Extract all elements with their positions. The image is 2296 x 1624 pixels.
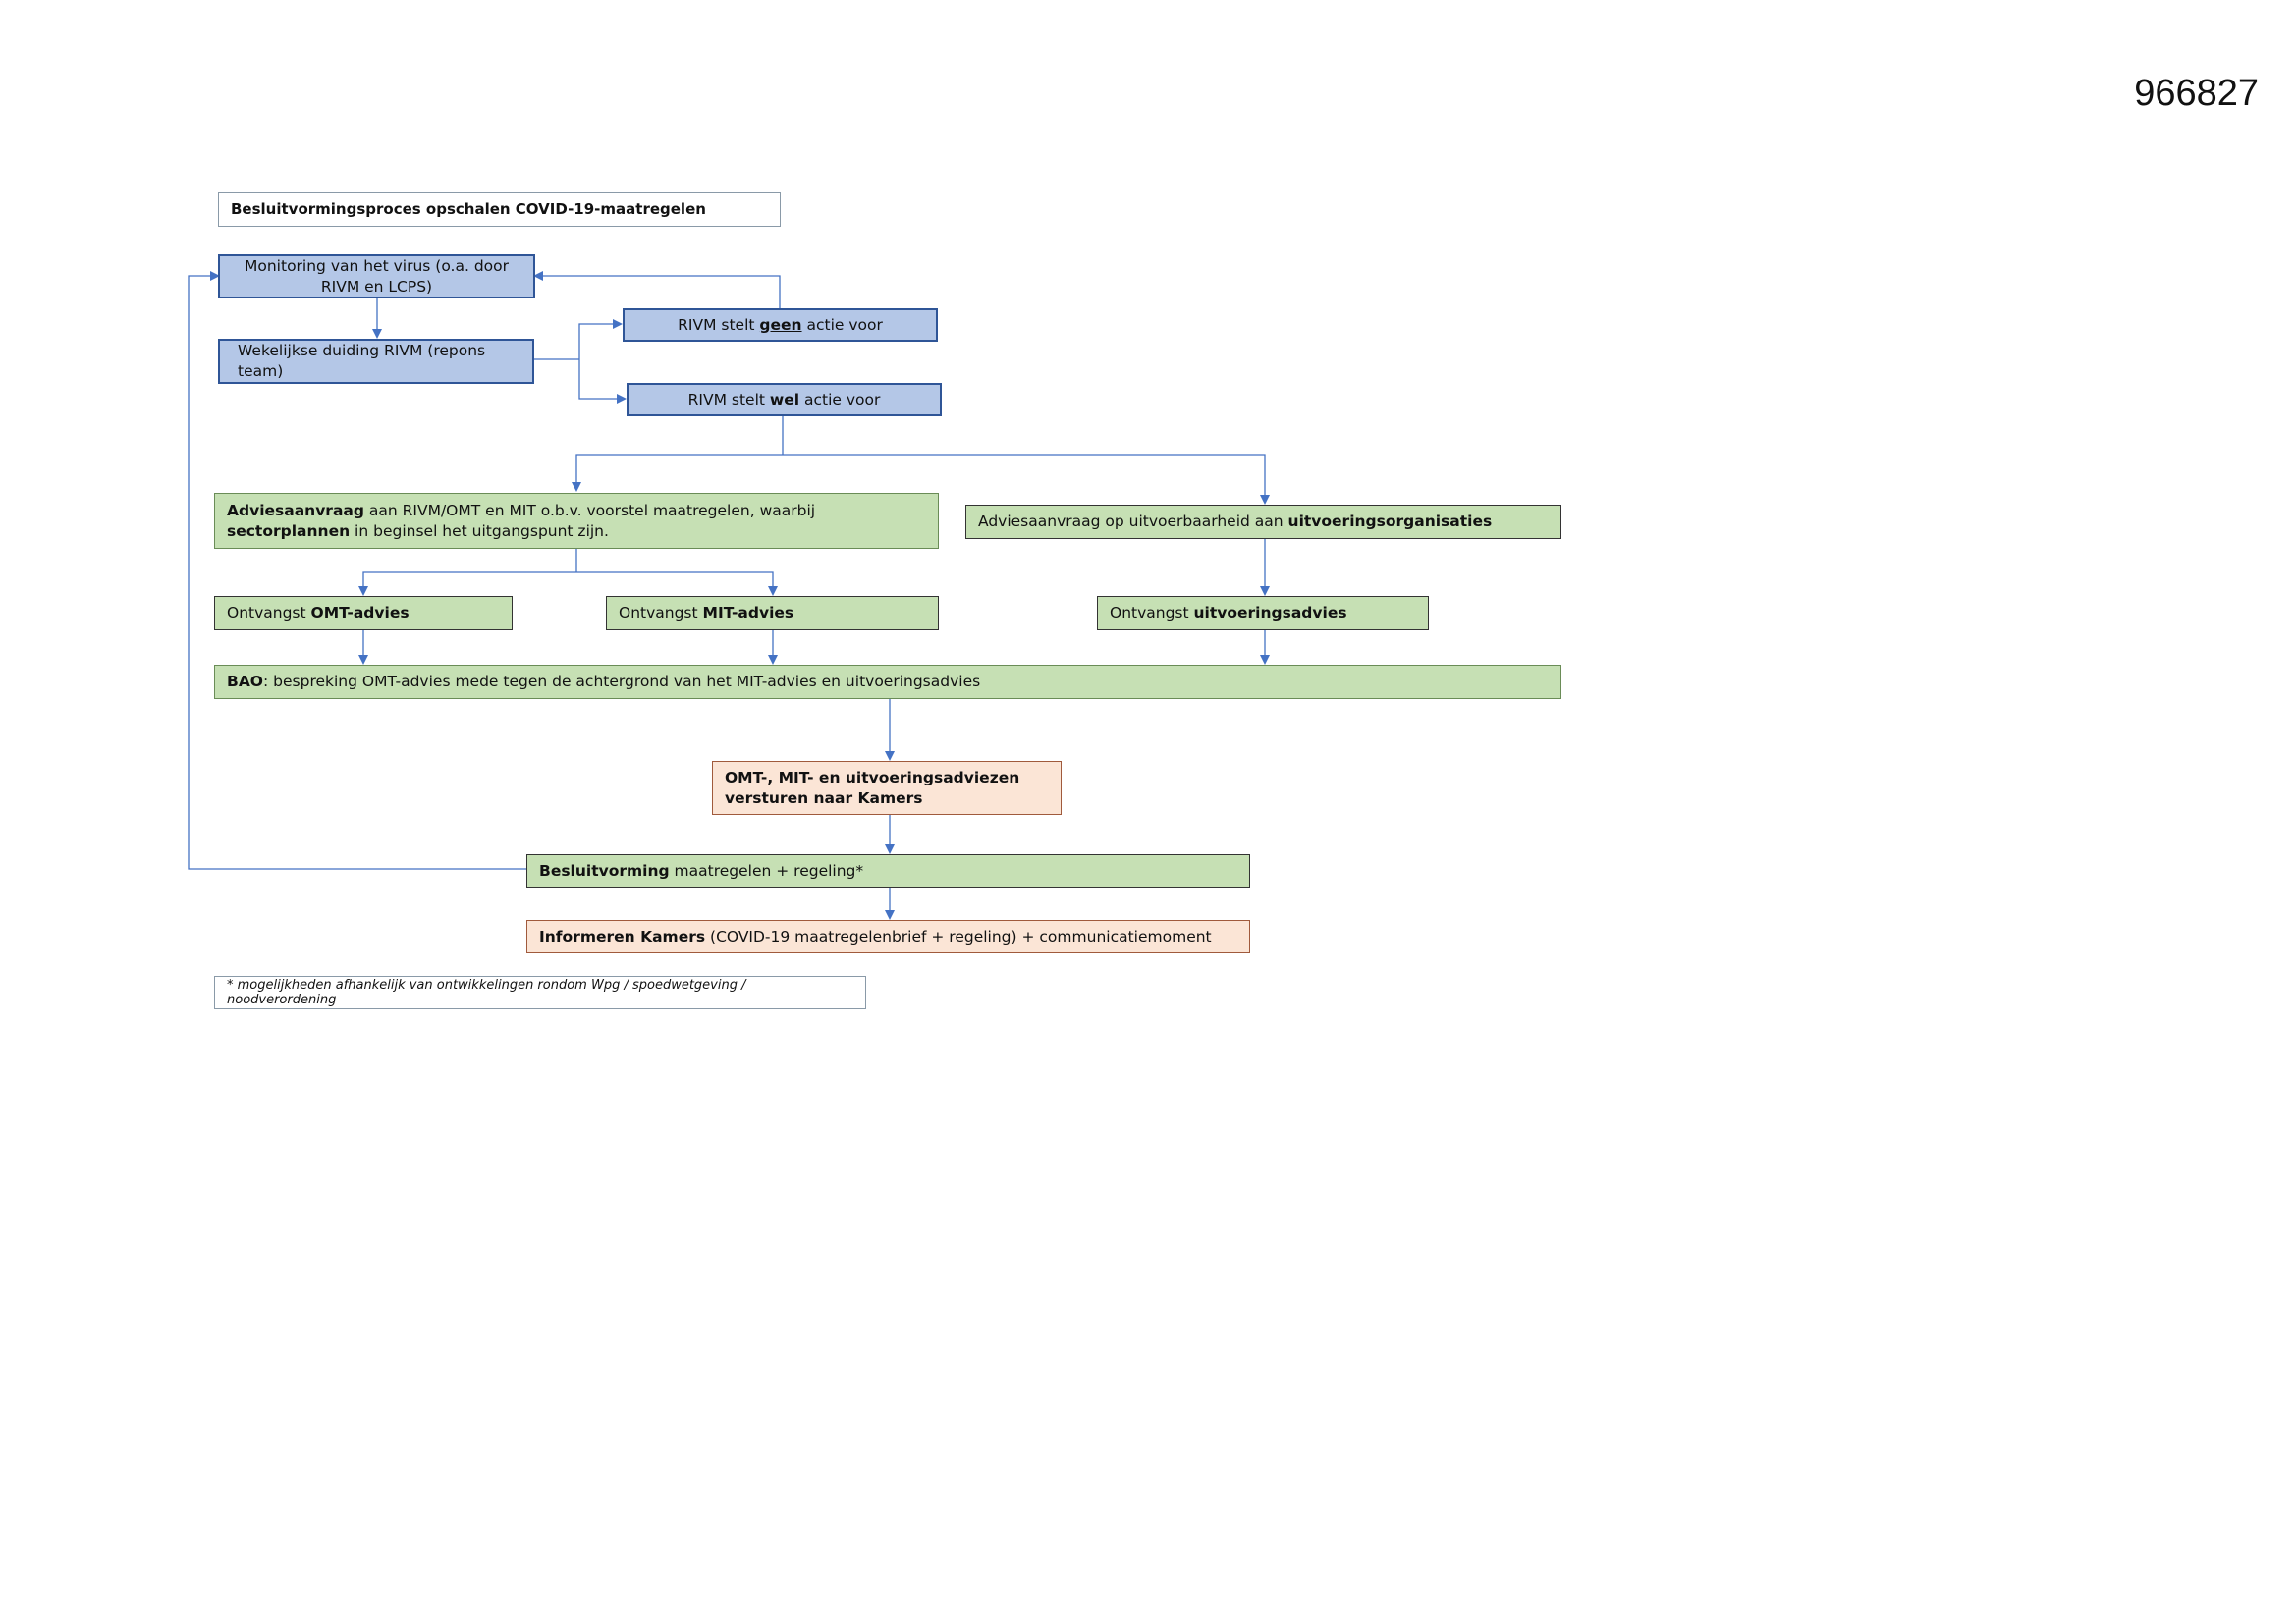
connector-to-wel	[578, 359, 627, 404]
node-adviesaanvraag-rivm-mit: Adviesaanvraag aan RIVM/OMT en MIT o.b.v…	[214, 493, 939, 549]
connector-to-mit	[576, 571, 778, 596]
node-ontvangst-omt: Ontvangst OMT-advies	[214, 596, 513, 630]
node-adviesaanvraag-uitvoering: Adviesaanvraag op uitvoerbaarheid aan ui…	[965, 505, 1561, 539]
node-ontvangst-mit: Ontvangst MIT-advies	[606, 596, 939, 630]
node-ontvangst-uitvoering: Ontvangst uitvoeringsadvies	[1097, 596, 1429, 630]
diagram-title: Besluitvormingsproces opschalen COVID-19…	[218, 192, 781, 227]
node-besluitvorming: Besluitvorming maatregelen + regeling*	[526, 854, 1250, 888]
node-adviezen-versturen: OMT-, MIT- en uitvoeringsadviezen verstu…	[712, 761, 1062, 815]
node-wekelijkse-duiding: Wekelijkse duiding RIVM (repons team)	[218, 339, 534, 384]
node-bao: BAO: bespreking OMT-advies mede tegen de…	[214, 665, 1561, 699]
connector-geen-loop	[533, 271, 781, 308]
document-number: 966827	[2134, 73, 2259, 114]
footnote: * mogelijkheden afhankelijk van ontwikke…	[214, 976, 866, 1009]
connector-besluit-loop	[188, 271, 527, 870]
connector-to-advies-right	[783, 454, 1270, 505]
node-rivm-geen-actie: RIVM stelt geen actie voor	[623, 308, 938, 342]
connector-to-advies-left	[572, 454, 783, 492]
node-rivm-wel-actie: RIVM stelt wel actie voor	[627, 383, 942, 416]
node-monitoring: Monitoring van het virus (o.a. door RIVM…	[218, 254, 535, 298]
connector-to-omt	[358, 571, 576, 596]
node-informeren-kamers: Informeren Kamers (COVID-19 maatregelenb…	[526, 920, 1250, 953]
connector-to-geen	[578, 319, 623, 359]
